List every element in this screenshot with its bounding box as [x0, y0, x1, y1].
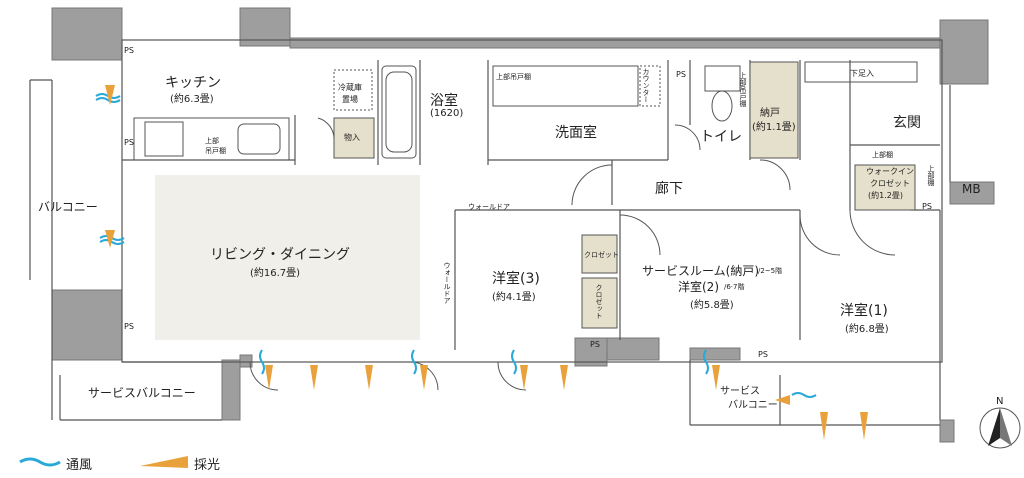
storage-areas [333, 61, 916, 329]
ps-label: PS [124, 138, 134, 147]
compass [979, 407, 1021, 449]
closet-vertical-label: クロゼット [595, 284, 603, 319]
walk-door-vertical-label: ウォールドア [443, 262, 451, 304]
bathtub [381, 65, 417, 159]
ps-label: PS [124, 322, 134, 331]
kitchen-area: (約6.3畳) [170, 94, 214, 105]
kitchen-counter [133, 69, 373, 161]
upper-cabinet-label-1: 上部 [205, 137, 219, 145]
upper-shelf-vertical-label: 上部棚 [927, 165, 935, 186]
hallway-label: 廊下 [655, 181, 683, 197]
washer-label: カウンター [642, 68, 650, 103]
bath-label: 浴室 [430, 93, 458, 109]
bath-size: (1620) [430, 108, 464, 119]
daylight-markers [105, 85, 868, 440]
service-room-floors: /2~5階 [758, 267, 783, 275]
legend-daylight-icon [140, 456, 188, 468]
interior-walls [29, 39, 951, 426]
washroom-label: 洗面室 [555, 125, 597, 141]
ps-label: PS [676, 70, 686, 79]
storage-box-label: 物入 [344, 133, 360, 142]
balcony-label: バルコニー [38, 200, 98, 214]
upper-cabinet-top-label: 上部吊戸棚 [496, 73, 531, 81]
toilet-label: トイレ [700, 129, 742, 145]
walk-door-label: ウォールドア [468, 203, 510, 211]
western3-area: (約4.1畳) [492, 292, 536, 303]
service-balcony-small-2: バルコニー [728, 400, 778, 411]
service-room-alt-floors: /6·7階 [724, 283, 745, 291]
service-room-alt: 洋室(2) [678, 280, 719, 294]
mb-label: MB [962, 182, 981, 196]
service-room-label: サービスルーム(納戸) [642, 264, 760, 278]
legend-daylight-label: 採光 [194, 458, 221, 473]
upper-cabinet-label-2: 吊戸棚 [205, 147, 226, 155]
closet-label: クロゼット [584, 251, 619, 259]
kitchen-label: キッチン [165, 75, 221, 91]
upper-cabinet-vertical-label: 上部吊戸棚 [739, 72, 747, 107]
fridge-label-1: 冷蔵庫 [338, 83, 362, 92]
western1-label: 洋室(1) [840, 303, 888, 319]
ps-label: PS [922, 202, 932, 211]
wash-counter [492, 61, 918, 122]
living-floor [155, 175, 420, 340]
ps-label: PS [124, 46, 134, 55]
ps-label: PS [758, 350, 768, 359]
entrance-label: 玄関 [893, 115, 921, 131]
storage-label: 納戸 [760, 108, 780, 119]
service-balcony-label: サービスバルコニー [88, 386, 196, 400]
fridge-label-2: 置場 [342, 95, 358, 104]
western1-area: (約6.8畳) [845, 324, 889, 335]
service-room-area: (約5.8畳) [690, 300, 734, 311]
legend-ventilation-label: 通風 [66, 458, 93, 473]
storage-area: (約1.1畳) [752, 122, 796, 133]
service-balcony-small-1: サービス [720, 386, 760, 397]
living-area: (約16.7畳) [250, 268, 301, 279]
walkin-name-1: ウォークイン [866, 167, 914, 176]
compass-north-label: N [996, 396, 1004, 407]
living-label: リビング・ダイニング [210, 247, 350, 263]
walkin-area: (約1.2畳) [868, 191, 903, 200]
door-swings [249, 117, 896, 391]
western3-label: 洋室(3) [492, 271, 540, 287]
legend-ventilation-icon [19, 457, 61, 467]
walkin-name-2: クロゼット [870, 179, 910, 188]
ps-label: PS [590, 340, 600, 349]
shoe-box-label: 下足入 [850, 69, 874, 78]
upper-shelf-label: 上部棚 [872, 151, 893, 159]
